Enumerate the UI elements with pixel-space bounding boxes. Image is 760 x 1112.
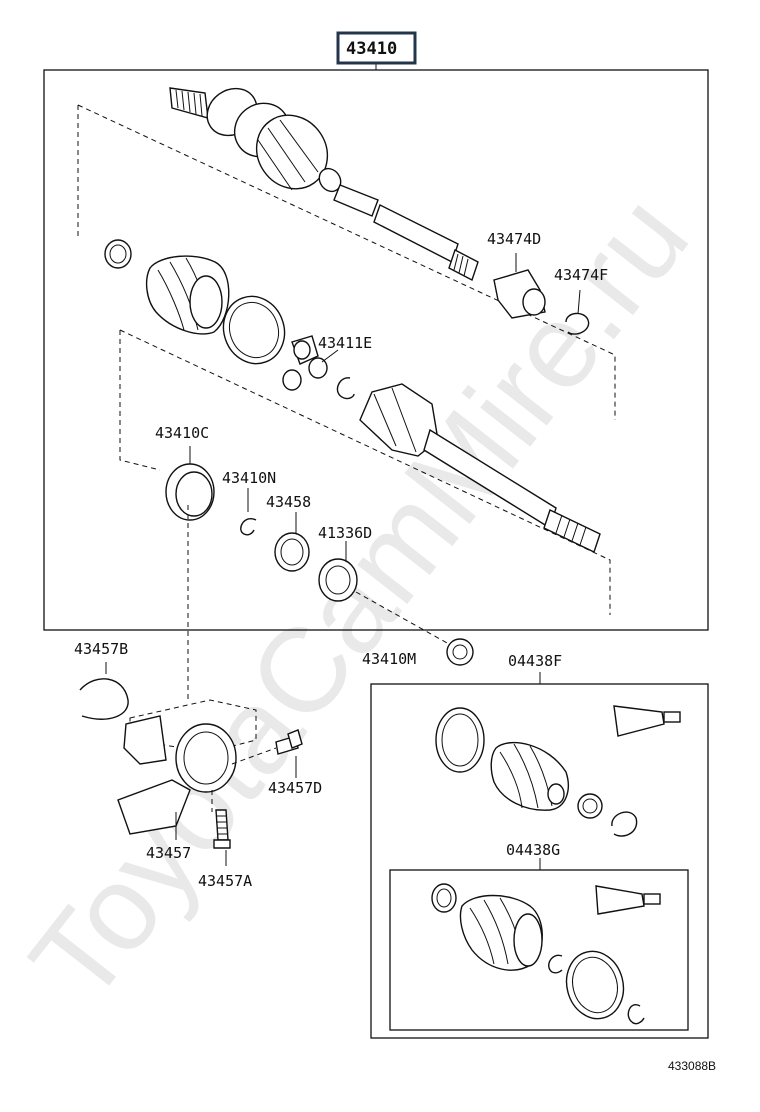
part-43411e-tripod <box>282 335 339 391</box>
part-43457a-bolt <box>213 809 231 866</box>
inner-boot <box>145 255 230 335</box>
label-43410c[interactable]: 43410C <box>155 424 209 442</box>
kit-g-small-clamp <box>431 883 457 913</box>
snap-ring <box>336 377 355 400</box>
kit-g-clamp-band <box>627 1004 645 1025</box>
inner-joint-shaft <box>359 383 601 553</box>
label-43410n[interactable]: 43410N <box>222 469 276 487</box>
kit-g-grease-tube <box>595 885 661 915</box>
label-43457[interactable]: 43457 <box>146 844 191 862</box>
label-43458[interactable]: 43458 <box>266 493 311 511</box>
boot-clamp-large <box>222 295 286 365</box>
part-43410c-bearing <box>165 446 215 521</box>
outer-joint-shaft <box>169 87 479 282</box>
kit-f-boot <box>490 741 569 811</box>
label-43411e[interactable]: 43411E <box>318 334 372 352</box>
label-43457a[interactable]: 43457A <box>198 872 252 890</box>
part-43474d-collar <box>493 253 546 319</box>
label-kit-04438f[interactable]: 04438F <box>508 652 562 670</box>
label-43474d[interactable]: 43474D <box>487 230 541 248</box>
part-43410m-cover <box>446 638 474 666</box>
label-43457d[interactable]: 43457D <box>268 779 322 797</box>
boot-clamp-small <box>104 239 132 269</box>
part-43457d-bolt <box>275 729 303 778</box>
kit-g-snap-ring <box>548 954 563 974</box>
part-43410n-snap-ring <box>240 488 257 536</box>
part-41336d-seal <box>318 541 358 602</box>
label-43457b[interactable]: 43457B <box>74 640 128 658</box>
label-43474f[interactable]: 43474F <box>554 266 608 284</box>
kit-f-clamp-band <box>611 811 638 837</box>
kit-04438g-frame <box>389 869 689 1031</box>
assembly-43410-label-box <box>336 31 417 65</box>
label-41336d[interactable]: 41336D <box>318 524 372 542</box>
part-43474f-clamp <box>565 289 590 335</box>
assembly-43410-label[interactable]: 43410 <box>346 39 397 59</box>
kit-g-large-clamp <box>565 950 625 1020</box>
kit-f-small-clamp <box>577 793 603 819</box>
kit-f-grease-tube <box>613 705 681 737</box>
part-43457b-ring <box>79 662 129 720</box>
kit-f-large-clamp <box>435 707 485 773</box>
label-43410m[interactable]: 43410M <box>362 650 416 668</box>
reference-code: 433088B <box>668 1059 716 1073</box>
part-43457-bracket <box>117 699 277 840</box>
kit-g-boot <box>459 894 543 971</box>
part-43458-seal <box>274 512 310 572</box>
label-kit-04438g[interactable]: 04438G <box>506 841 560 859</box>
